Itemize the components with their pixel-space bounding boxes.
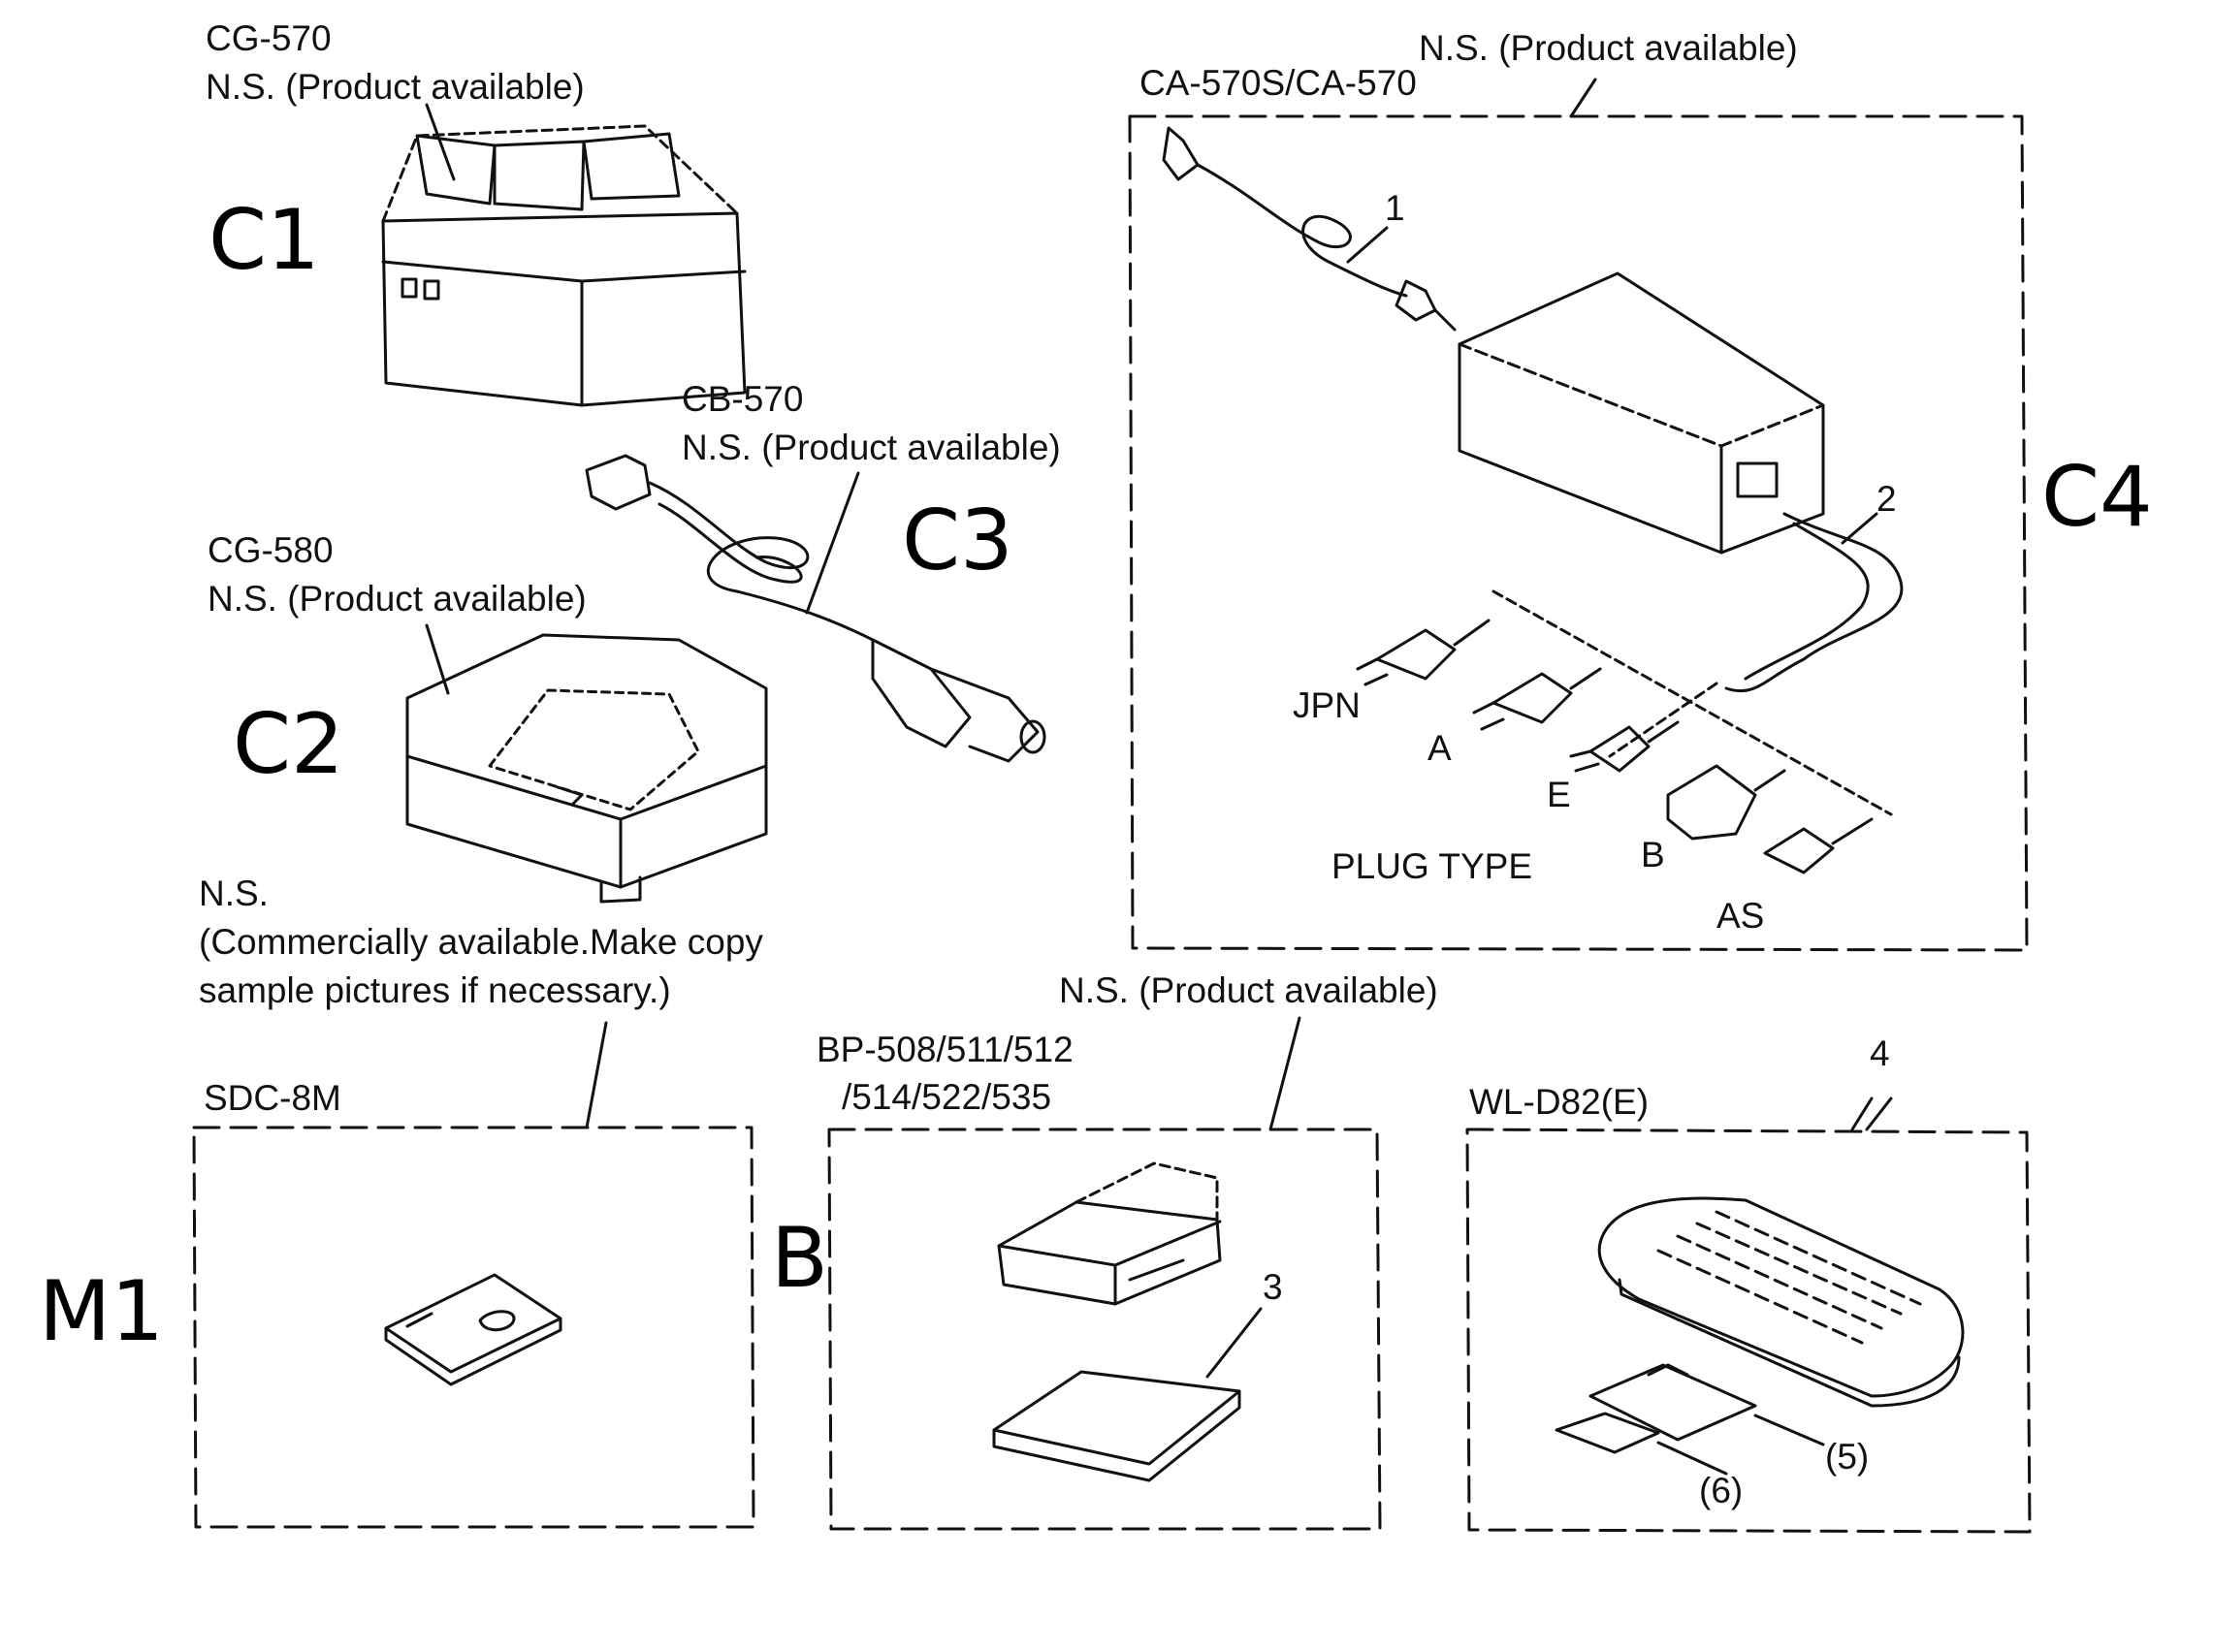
plug-as-label: AS xyxy=(1716,896,1765,936)
sdc-model-label: SDC-8M xyxy=(204,1078,341,1118)
cb570-cable xyxy=(585,454,1046,763)
bp-leader xyxy=(1268,1016,1301,1131)
handwritten-m1: M1 xyxy=(39,1263,164,1360)
cb570-model-label: CB-570 xyxy=(682,379,804,419)
cb570-leader xyxy=(805,471,860,615)
part-number-6: (6) xyxy=(1699,1471,1744,1510)
cb570-ns-label: N.S. (Product available) xyxy=(682,428,1061,467)
ca570-leader xyxy=(1569,78,1597,118)
wl-leader xyxy=(1865,1096,1893,1131)
cg570-ns-label: N.S. (Product available) xyxy=(206,67,585,107)
handwritten-c4: C4 xyxy=(2041,449,2153,546)
part-number-4: 4 xyxy=(1870,1033,1890,1073)
sdc-group-box xyxy=(192,1126,755,1529)
part-number-3: 3 xyxy=(1263,1267,1283,1307)
part-number-1: 1 xyxy=(1385,188,1405,228)
cg570-charger xyxy=(381,124,747,407)
part-number-2: 2 xyxy=(1876,479,1897,519)
cg580-ns-label: N.S. (Product available) xyxy=(208,579,587,619)
ca570-group-box xyxy=(1128,114,2029,952)
handwritten-b: B xyxy=(771,1210,828,1307)
plug-a-label: A xyxy=(1427,728,1452,768)
ca570-adapter xyxy=(1162,126,1904,874)
handwritten-c2: C2 xyxy=(233,696,344,793)
sdc-leader xyxy=(585,1021,608,1129)
plug-type-label: PLUG TYPE xyxy=(1331,846,1533,886)
wl-model-label: WL-D82(E) xyxy=(1469,1082,1650,1122)
bp-model-line1: BP-508/511/512 xyxy=(817,1030,1074,1069)
sdc-ns-label: N.S. xyxy=(199,874,269,913)
plug-jpn-label: JPN xyxy=(1293,685,1361,725)
bp-model-line2: /514/522/535 xyxy=(842,1077,1052,1117)
handwritten-c1: C1 xyxy=(208,192,320,289)
wl-remote xyxy=(1555,1096,1965,1476)
sdc-note-line1: (Commercially available.Make copy xyxy=(199,922,763,962)
handwritten-c3: C3 xyxy=(902,492,1013,589)
plug-b-label: B xyxy=(1641,835,1665,874)
ca570-model-label: CA-570S/CA-570 xyxy=(1139,63,1417,103)
cg580-model-label: CG-580 xyxy=(208,530,334,570)
sdc-note-line2: sample pictures if necessary.) xyxy=(199,970,671,1010)
part-number-5: (5) xyxy=(1825,1437,1870,1477)
bp-ns-label: N.S. (Product available) xyxy=(1059,970,1438,1010)
plug-e-label: E xyxy=(1547,775,1571,814)
sdc-memory-card xyxy=(384,1273,562,1386)
bp-battery xyxy=(992,1161,1263,1482)
cg570-leader xyxy=(425,103,456,181)
cg580-charger xyxy=(405,633,768,904)
ca570-ns-label: N.S. (Product available) xyxy=(1419,28,1798,68)
wl-group-box xyxy=(1465,1128,2032,1534)
cg570-model-label: CG-570 xyxy=(206,18,332,58)
bp-group-box xyxy=(827,1128,1382,1531)
